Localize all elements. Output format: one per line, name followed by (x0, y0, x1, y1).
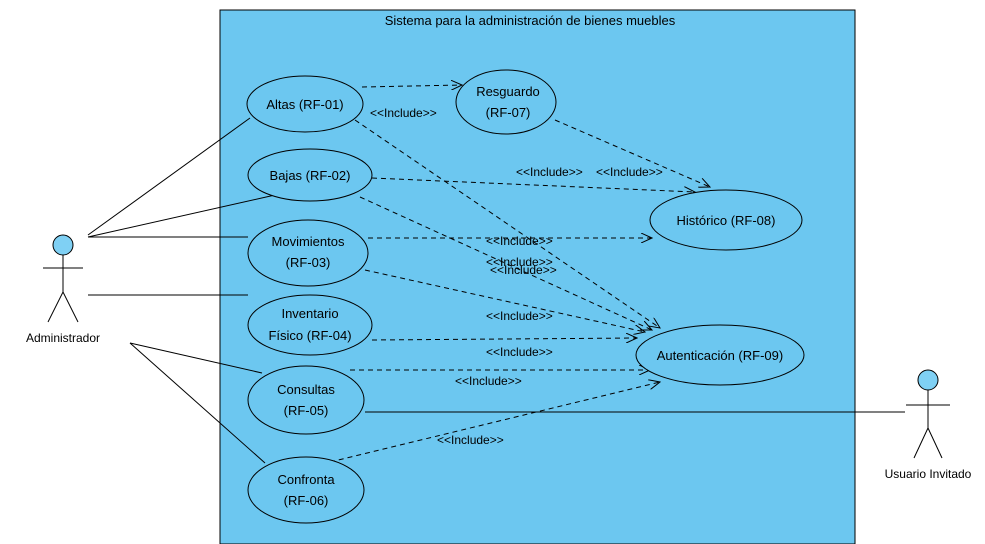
include-label: <<Include>> (486, 345, 553, 359)
include-label: <<Include>> (370, 106, 437, 120)
use-case-label: Resguardo (476, 84, 540, 99)
assoc-admin-altas (87, 117, 251, 236)
use-case-label: (RF-06) (284, 493, 329, 508)
assoc-admin-confronta (129, 342, 266, 464)
assoc-admin-bajas (87, 194, 276, 238)
include-inventario-autenticacion (371, 338, 637, 340)
use-case-label: Inventario (281, 306, 338, 321)
use-case-label: Consultas (277, 382, 335, 397)
include-label: <<Include>> (596, 165, 663, 179)
include-lines (329, 85, 710, 463)
use-case-movimientos[interactable]: Movimientos (RF-03) (247, 219, 369, 287)
actor-name: Administrador (26, 331, 100, 345)
actor-usuario-invitado[interactable]: Usuario Invitado (885, 369, 972, 481)
use-case-altas[interactable]: Altas (RF-01) (246, 75, 364, 133)
use-case-autenticacion[interactable]: Autenticación (RF-09) (635, 324, 805, 386)
use-case-label: (RF-03) (286, 255, 331, 270)
include-resguardo-historico (554, 119, 710, 187)
stick-figure-icon (43, 234, 83, 323)
include-label: <<Include>> (486, 255, 553, 269)
include-label: <<Include>> (516, 165, 583, 179)
use-case-label: Movimientos (272, 234, 345, 249)
include-altas-resguardo (361, 85, 462, 87)
use-case-consultas[interactable]: Consultas (RF-05) (247, 365, 365, 435)
include-label: <<Include>> (486, 234, 553, 248)
use-case-resguardo[interactable]: Resguardo (RF-07) (455, 69, 557, 135)
use-case-label: Bajas (RF-02) (270, 168, 351, 183)
include-labels: <<Include>> <<Include>> <<Include>> <<In… (370, 106, 663, 447)
include-label: <<Include>> (486, 309, 553, 323)
use-case-inventario[interactable]: Inventario Físico (RF-04) (247, 294, 373, 356)
actor-name: Usuario Invitado (885, 467, 972, 481)
actor-administrador[interactable]: Administrador (26, 234, 100, 345)
use-case-label: Autenticación (RF-09) (657, 348, 783, 363)
use-case-label: Confronta (277, 472, 335, 487)
use-case-bajas[interactable]: Bajas (RF-02) (247, 148, 373, 202)
use-case-historico[interactable]: Histórico (RF-08) (649, 189, 803, 251)
include-label: <<Include>> (437, 433, 504, 447)
use-case-label: Altas (RF-01) (266, 97, 343, 112)
use-case-confronta[interactable]: Confronta (RF-06) (247, 456, 365, 524)
stick-figure-icon (906, 369, 950, 459)
system-title: Sistema para la administración de bienes… (385, 13, 676, 28)
use-case-label: (RF-07) (486, 105, 531, 120)
assoc-admin-consultas (129, 342, 263, 374)
use-case-label: Físico (RF-04) (268, 328, 351, 343)
use-case-label: (RF-05) (284, 403, 329, 418)
include-confronta-autenticacion (329, 382, 660, 463)
include-label: <<Include>> (455, 374, 522, 388)
use-case-label: Histórico (RF-08) (677, 213, 776, 228)
include-altas-autenticacion (354, 119, 660, 328)
include-movimientos-autenticacion (364, 269, 645, 332)
association-lines (87, 117, 905, 464)
include-label: <<Include>> (490, 263, 557, 277)
